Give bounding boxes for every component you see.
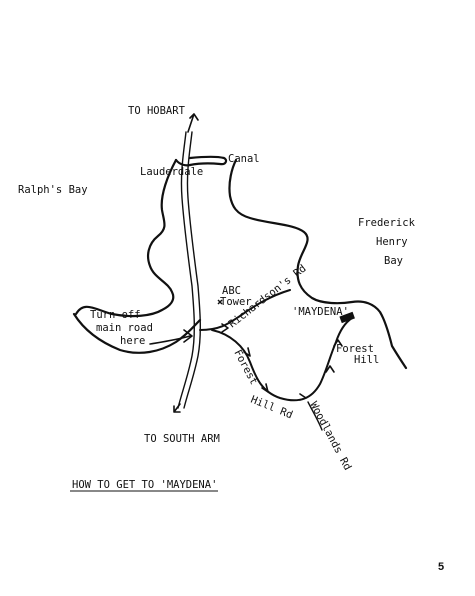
loop-arrow-4 (325, 365, 335, 373)
loop-arrow-3 (299, 393, 307, 401)
label-henry: Henry (376, 236, 408, 248)
label-forest-east: Forest (336, 343, 374, 355)
label-hill-east: Hill (354, 354, 379, 366)
main-road-line-b (183, 131, 202, 409)
label-woodlands-rd: Woodlands Rd (307, 400, 353, 473)
page-number: 5 (438, 561, 444, 573)
coastline-frederick-henry-bay (228, 158, 408, 370)
label-turn-off-2: main road (96, 322, 153, 334)
label-abc: ABC (222, 285, 241, 297)
label-to-south-arm: TO SOUTH ARM (144, 433, 220, 445)
label-turn-off-3: here (120, 335, 145, 347)
label-hill-rd: Hill Rd (249, 394, 295, 422)
loop-arrow-5 (333, 339, 343, 347)
loop-arrow-1 (243, 347, 251, 357)
arrow-to-hobart (187, 113, 199, 133)
richardsons-road (199, 289, 291, 331)
arrow-to-south-arm (173, 403, 181, 413)
label-ralphs-bay: Ralph's Bay (18, 184, 88, 196)
map-caption: HOW TO GET TO 'MAYDENA' (72, 479, 217, 491)
maydena-house-marker (339, 311, 355, 324)
label-canal: Canal (228, 153, 260, 165)
label-turn-off-1: Turn off (90, 309, 141, 321)
label-tower: Tower (220, 296, 252, 308)
label-to-hobart: TO HOBART (128, 105, 186, 117)
loop-arrow-2 (261, 383, 269, 393)
canal (188, 155, 228, 167)
label-frederick: Frederick (358, 217, 416, 229)
turn-off-arrow (149, 329, 193, 345)
woodlands-road (307, 401, 323, 431)
coastline-turnoff-shore (72, 312, 202, 354)
label-lauderdale: Lauderdale (140, 166, 203, 178)
abc-tower-marker (217, 299, 223, 305)
coastline-ralphs-bay (74, 158, 178, 318)
label-bay: Bay (384, 255, 403, 267)
richardsons-arrow (221, 323, 229, 333)
main-road-line-a (177, 131, 196, 409)
label-maydena: 'MAYDENA' (292, 306, 349, 318)
label-forest-road: Forest (231, 348, 259, 387)
